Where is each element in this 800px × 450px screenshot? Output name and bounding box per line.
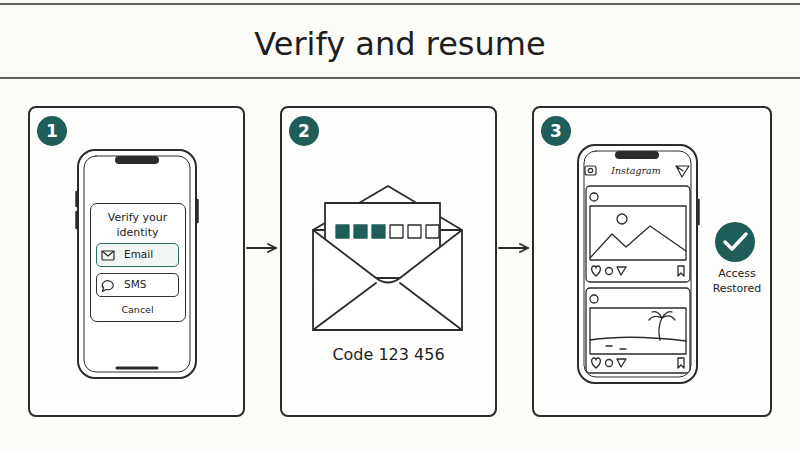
verify-dialog: EmailSMS Verify your identityCancel	[90, 203, 186, 322]
flow-arrow	[499, 247, 528, 249]
option-button: SMS	[96, 273, 179, 297]
step-panel: Access Restored3	[532, 106, 772, 417]
step-panel: 2Code 123 456	[280, 106, 497, 417]
title-rule-part	[0, 3, 800, 5]
button-label: Email	[124, 244, 176, 265]
title-rule-part	[0, 77, 800, 79]
app-name: Instagram	[596, 164, 676, 178]
step-panel: EmailSMS Verify your identityCancel 1	[28, 106, 245, 417]
option-button: Email	[96, 243, 179, 267]
button-label: SMS	[124, 274, 176, 295]
code-text: Code 123 456	[282, 345, 495, 365]
title-rule	[0, 4, 800, 78]
dialog-title: Verify your identity	[93, 210, 182, 240]
flow-arrow	[247, 247, 276, 249]
diagram-title: Verify and resume	[0, 24, 800, 64]
cancel-link: Cancel	[91, 304, 184, 316]
status-text: Access Restored	[697, 266, 777, 296]
callout-number: 1	[37, 116, 67, 146]
callout-number: 2	[289, 116, 319, 146]
callout-number: 3	[541, 116, 571, 146]
status-badge: Access Restored	[697, 222, 777, 302]
